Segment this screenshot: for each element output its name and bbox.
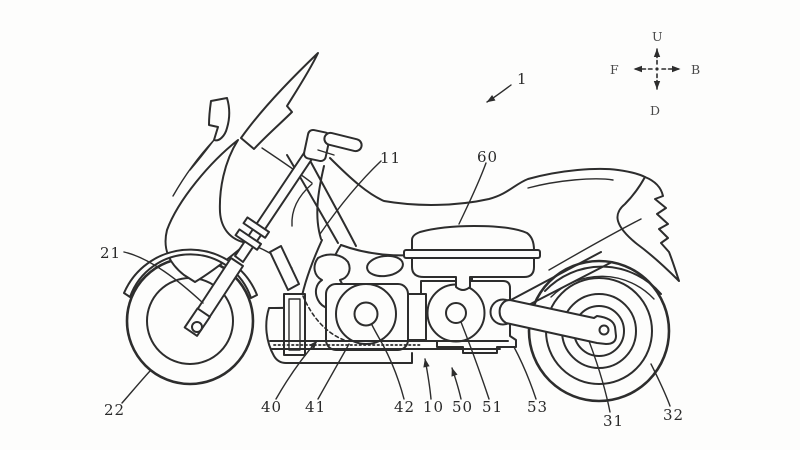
swingarm [498, 299, 617, 345]
compass-rose: U D F B [610, 29, 700, 118]
seat-top-line [329, 157, 646, 206]
handlebar [303, 128, 363, 163]
front-fender [123, 248, 258, 299]
rear-wheel [527, 259, 671, 403]
primary-pulley [335, 283, 397, 345]
hidden-belt-line [302, 295, 345, 341]
panel-seam [548, 218, 642, 271]
leader-42 [371, 324, 405, 400]
rear-axle [598, 324, 610, 336]
front-axle [191, 321, 203, 333]
engine-unit [302, 280, 517, 354]
ref-label-21: 21 [100, 244, 121, 262]
ref-label-10: 10 [423, 398, 444, 416]
leader-53 [513, 346, 537, 400]
ref-label-11: 11 [380, 149, 401, 167]
ref-label-1: 1 [517, 70, 528, 88]
ref-label-31: 31 [603, 412, 624, 430]
compass-back-label: B [691, 62, 700, 77]
side-vent [269, 245, 300, 291]
reference-labels: 1 11 60 21 22 40 41 42 10 50 51 53 31 32 [100, 70, 684, 430]
leader-1 [486, 84, 512, 103]
battery-box [403, 225, 541, 291]
ref-label-60: 60 [477, 148, 498, 166]
secondary-pulley [426, 283, 486, 343]
compass-front-label: F [610, 62, 619, 77]
floorboard [265, 306, 413, 364]
ref-label-50: 50 [452, 398, 473, 416]
fork-clamp-band-2 [234, 228, 263, 251]
windshield [240, 52, 319, 184]
compass-up-label: U [652, 29, 663, 44]
compass-down-label: D [650, 103, 660, 118]
frame-oval-cutout [366, 254, 404, 278]
handle-grip [323, 131, 363, 153]
leader-31 [588, 340, 611, 413]
mirror [189, 97, 231, 171]
leader-60 [458, 162, 487, 225]
leader-40 [275, 340, 318, 400]
leader-10 [423, 358, 432, 400]
ref-label-51: 51 [482, 398, 503, 416]
ref-label-41: 41 [305, 398, 326, 416]
steering-head [303, 128, 331, 163]
ref-label-53: 53 [527, 398, 548, 416]
radiator [269, 245, 306, 356]
ref-label-40: 40 [261, 398, 282, 416]
leader-lines [121, 84, 671, 413]
ref-label-32: 32 [663, 406, 684, 424]
seat-bottom-line [527, 178, 614, 189]
mirror-stem [189, 139, 215, 171]
tail-cowl [616, 176, 680, 282]
leader-22 [121, 370, 151, 404]
front-fork [183, 140, 321, 337]
ref-label-22: 22 [104, 401, 125, 419]
leader-21 [123, 251, 204, 304]
leader-41 [317, 343, 350, 400]
box-flange [403, 249, 541, 259]
leader-32 [650, 363, 671, 407]
leader-51 [460, 321, 490, 400]
leader-50 [451, 367, 462, 400]
seat-and-tail [329, 157, 680, 282]
ref-label-42: 42 [394, 398, 415, 416]
fork-clamp-band [242, 216, 271, 239]
leader-11 [319, 160, 382, 235]
